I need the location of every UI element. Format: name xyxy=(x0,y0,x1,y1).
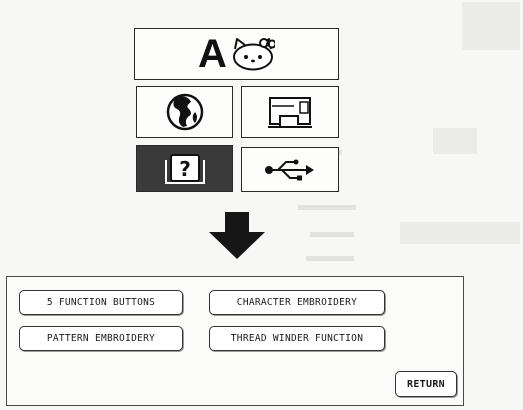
return-button[interactable]: RETURN xyxy=(395,371,457,397)
thread-winder-function-button[interactable]: THREAD WINDER FUNCTION xyxy=(209,326,385,351)
background-bleed-through xyxy=(270,2,520,261)
five-function-buttons-button[interactable]: 5 FUNCTION BUTTONS xyxy=(19,290,183,315)
letter-a-icon: A xyxy=(198,32,227,76)
function-panel: 5 FUNCTION BUTTONS CHARACTER EMBROIDERY … xyxy=(6,276,464,406)
machine-settings-tile[interactable] xyxy=(241,86,339,138)
character-embroidery-button[interactable]: CHARACTER EMBROIDERY xyxy=(209,290,385,315)
usb-icon xyxy=(264,158,316,182)
character-tile[interactable]: A xyxy=(134,28,339,80)
sewing-machine-icon xyxy=(266,94,314,130)
help-tile[interactable]: ? xyxy=(136,145,233,192)
usb-tile[interactable] xyxy=(241,147,339,192)
pattern-embroidery-button[interactable]: PATTERN EMBROIDERY xyxy=(19,326,183,351)
globe-icon xyxy=(165,92,205,132)
svg-text:?: ? xyxy=(179,157,191,181)
kitty-face-icon xyxy=(231,37,275,71)
question-book-icon: ? xyxy=(163,152,207,186)
language-tile[interactable] xyxy=(136,86,233,138)
down-arrow-icon xyxy=(208,212,266,265)
